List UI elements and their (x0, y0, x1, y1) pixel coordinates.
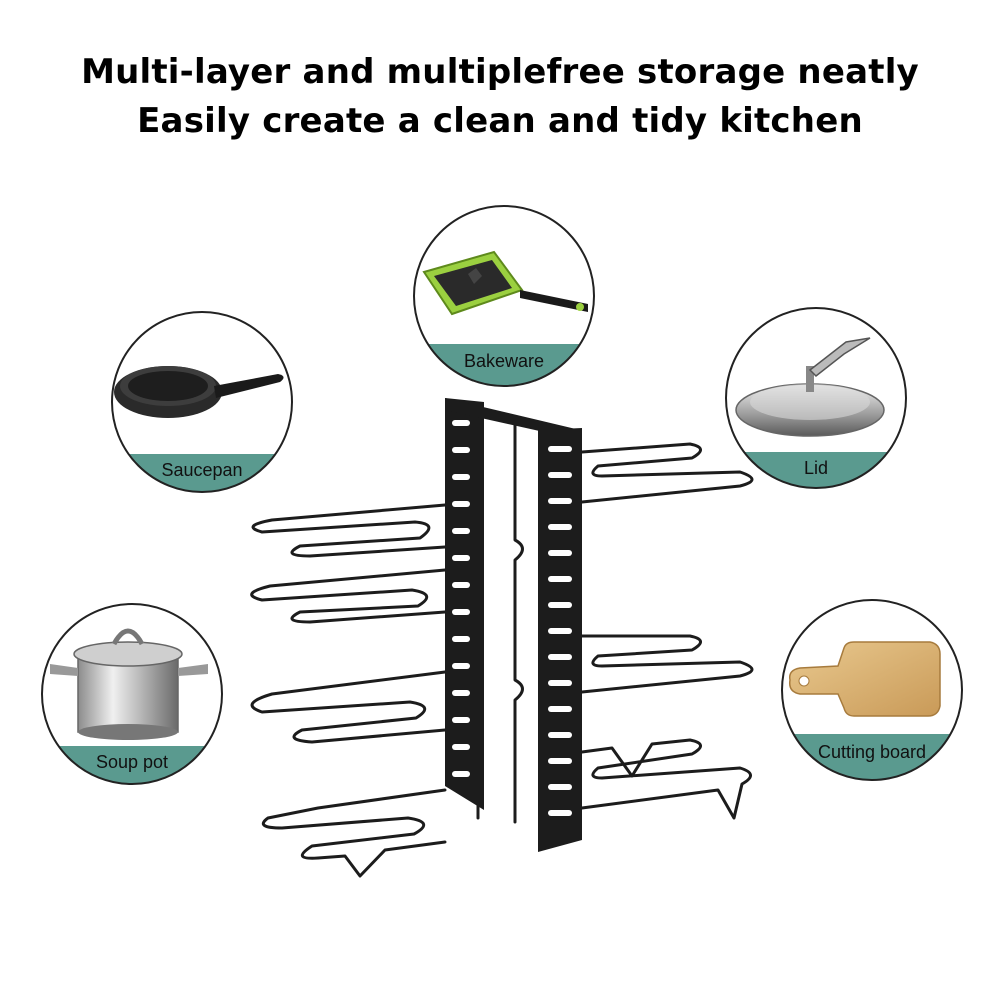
right-wire-loop-3 (580, 738, 752, 820)
front-panel-slot (548, 654, 572, 660)
front-panel-slot (548, 498, 572, 504)
back-panel-slot (452, 717, 470, 723)
front-panel-slot (548, 446, 572, 452)
rack-spine-wire-middle (513, 416, 524, 824)
cutting-board-label: Cutting board (817, 742, 927, 762)
bakeware-callout: Bakeware (412, 204, 596, 388)
back-panel-slot (452, 636, 470, 642)
lid-callout: Lid (724, 306, 908, 490)
back-panel-slot (452, 420, 470, 426)
left-wire-loop-3 (250, 670, 447, 744)
front-panel-slot (548, 472, 572, 478)
soup-pot-label: Soup pot (95, 752, 169, 772)
back-panel-slot (452, 744, 470, 750)
left-wire-loop-2 (250, 568, 447, 624)
soup-pot-callout: Soup pot (40, 602, 224, 786)
front-panel-slot (548, 524, 572, 530)
front-panel-slot (548, 732, 572, 738)
back-panel-slot (452, 771, 470, 777)
back-panel-slot (452, 501, 470, 507)
soup-pot-icon (50, 628, 208, 740)
square-pan-icon (422, 250, 588, 316)
front-panel-slot (548, 602, 572, 608)
back-panel-slot (452, 690, 470, 696)
back-panel-slot (452, 609, 470, 615)
saucepan-label: Saucepan (161, 460, 243, 480)
front-panel-slot (548, 810, 572, 816)
front-panel-slot (548, 758, 572, 764)
front-panel-slot (548, 628, 572, 634)
back-panel-slot (452, 528, 470, 534)
lid-label: Lid (803, 458, 829, 478)
back-panel-slot (452, 555, 470, 561)
left-wire-loop-1 (251, 503, 447, 558)
bakeware-label: Bakeware (463, 351, 545, 371)
headline-line-2: Easily create a clean and tidy kitchen (137, 101, 863, 141)
cutting-board-callout: Cutting board (780, 598, 964, 782)
back-panel-slot (452, 582, 470, 588)
right-wire-loop-2 (580, 634, 754, 694)
cutting-board-icon (788, 641, 941, 717)
back-panel-slot (452, 447, 470, 453)
right-wire-loop-1 (580, 442, 754, 504)
front-panel-slot (548, 576, 572, 582)
front-panel-slot (548, 706, 572, 712)
rack-front-panel (538, 428, 582, 852)
pot-lid-icon (735, 337, 885, 437)
back-panel-slot (452, 474, 470, 480)
back-panel-slot (452, 663, 470, 669)
saucepan-callout: Saucepan (110, 310, 294, 494)
front-panel-slot (548, 550, 572, 556)
headline-line-1: Multi-layer and multiplefree storage nea… (81, 52, 919, 92)
front-panel-slot (548, 680, 572, 686)
rack-back-panel (445, 398, 580, 810)
frying-pan-icon (114, 366, 284, 418)
front-panel-slot (548, 784, 572, 790)
left-wire-loop-4 (261, 788, 447, 878)
